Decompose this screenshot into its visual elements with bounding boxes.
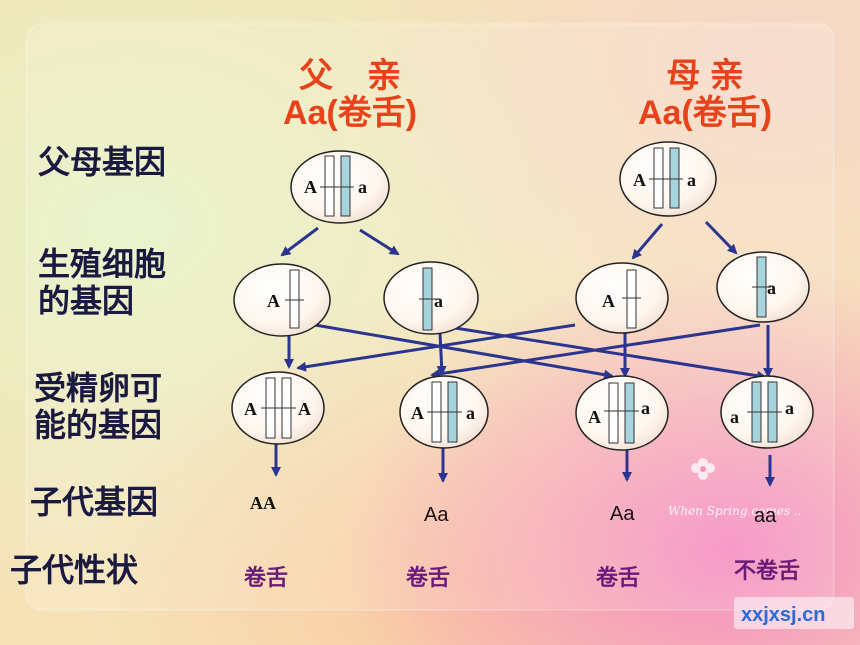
chromosome: [324, 155, 335, 217]
offspring-trait-4: 不卷舌: [734, 558, 800, 584]
arrow: [359, 228, 400, 256]
chromosome: [626, 269, 637, 329]
mother-allele-right: a: [687, 170, 696, 190]
offspring-genotype-1: AA: [250, 493, 276, 513]
row-label-gamete-line2: 的基因: [38, 281, 135, 320]
row-label-gamete-line1: 生殖细胞: [38, 245, 167, 283]
row-label-zygote-line1: 受精卵可: [34, 369, 163, 407]
mother-title: 母 亲: [666, 57, 744, 95]
row-label-gamete-genes: 生殖细胞 的基因: [38, 246, 166, 320]
zygote-allele-left: a: [730, 407, 739, 427]
father-header: 父 亲 Aa(卷舌): [240, 57, 460, 133]
arrow: [631, 223, 664, 260]
zygote-cell-4: a a: [720, 375, 814, 449]
father-title: 父 亲: [299, 57, 401, 95]
arrows-parent-to-gamete: [280, 220, 738, 260]
father-cell: A a: [290, 150, 390, 224]
arrow: [436, 332, 447, 376]
zygote-cell-1: A A: [231, 371, 325, 445]
chromosome: [289, 269, 300, 329]
gamete-cell-1: A: [233, 263, 331, 337]
father-allele-left: A: [304, 177, 317, 197]
watermark-script-text: When Spring comes ..: [668, 504, 801, 518]
zygote-allele-left: A: [588, 407, 601, 427]
zygote-cell-2: A a: [399, 375, 489, 449]
chromosome: [340, 155, 351, 217]
row-label-zygote-genes: 受精卵可 能的基因: [34, 370, 162, 444]
father-genotype: Aa(卷舌): [282, 94, 418, 133]
chromosome: [653, 147, 664, 209]
zygote-allele-right: A: [298, 399, 311, 419]
arrow: [314, 323, 614, 380]
offspring-trait-1: 卷舌: [243, 565, 288, 591]
gamete-allele: A: [267, 291, 280, 311]
site-logo: xxjxsj.cn: [734, 597, 854, 629]
arrows-gamete-to-zygote: [284, 323, 773, 381]
mother-cell: A a: [619, 141, 717, 217]
zygote-allele-right: a: [785, 398, 794, 418]
offspring-genotype-2: Aa: [424, 504, 449, 526]
arrow: [280, 226, 319, 257]
gamete-cell-4: a: [716, 251, 810, 323]
zygote-allele-right: a: [466, 403, 475, 423]
flower-watermark: [691, 458, 715, 480]
offspring-trait-3: 卷舌: [595, 565, 640, 591]
chromosome: [624, 382, 635, 444]
mother-header: 母 亲 Aa(卷舌): [595, 57, 815, 133]
offspring-genotype-4: aa: [754, 505, 777, 527]
arrow: [704, 220, 738, 255]
zygote-allele-left: A: [244, 399, 257, 419]
offspring-trait-2: 卷舌: [405, 565, 450, 591]
offspring-genotype-3: Aa: [610, 503, 635, 525]
gamete-cell-3: A: [575, 262, 669, 334]
arrows-zygote-to-offspring: [271, 444, 775, 487]
chromosome: [608, 382, 619, 444]
mother-genotype: Aa(卷舌): [637, 94, 773, 133]
gamete-allele: a: [434, 291, 443, 311]
mother-allele-left: A: [633, 170, 646, 190]
gamete-allele: A: [602, 291, 615, 311]
zygote-allele-left: A: [411, 403, 424, 423]
site-logo-text: xxjxsj.cn: [741, 604, 826, 626]
zygote-allele-right: a: [641, 398, 650, 418]
row-label-zygote-line2: 能的基因: [34, 405, 163, 444]
row-label-offspring-traits: 子代性状: [10, 551, 139, 589]
father-allele-right: a: [358, 177, 367, 197]
zygote-cell-3: A a: [575, 375, 669, 451]
row-label-offspring-genes: 子代基因: [30, 483, 159, 521]
row-label-parent-genes: 父母基因: [38, 143, 167, 181]
gamete-cell-2: a: [383, 261, 479, 335]
gamete-allele: a: [767, 278, 776, 298]
arrow: [296, 323, 576, 372]
arrow: [430, 323, 761, 379]
chromosome: [669, 147, 680, 209]
